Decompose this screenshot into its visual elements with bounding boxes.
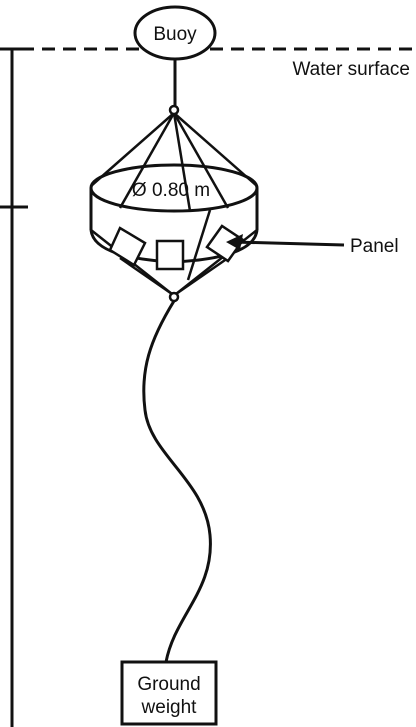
panels [108,224,245,271]
panel-center [155,239,185,271]
ground-weight: Ground weight [120,660,218,726]
lower-attachment-ring [168,291,180,303]
water-surface-label: Water surface [292,59,410,80]
buoy: Buoy [133,5,217,61]
panel-right [205,224,245,263]
ground-weight-label-line1: Ground [137,674,200,695]
diameter-label: Ø 0.80 m [132,180,210,201]
buoy-label: Buoy [153,24,197,45]
ground-weight-box [120,660,218,726]
panel-pointer-arrowhead [226,234,243,250]
ground-weight-label-line2: weight [141,697,198,718]
panel-pointer-line [233,240,345,247]
upper-attachment-ring [168,104,180,116]
panel-left [108,226,147,267]
panel-label: Panel [350,236,399,257]
mooring-line [142,300,212,663]
depth-scale [0,47,28,727]
